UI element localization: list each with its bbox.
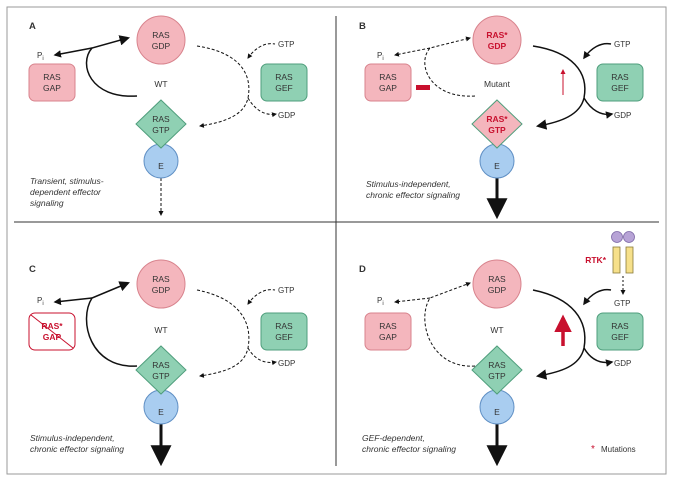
- panel-letter: A: [29, 21, 36, 32]
- ras-gdp-label-line2: GDP: [152, 285, 171, 295]
- panel-c: C RAS GDP WT RAS* GAP RAS GEF E RAS GTP …: [28, 259, 308, 467]
- panel-letter: B: [359, 21, 366, 32]
- effector-label: E: [158, 407, 164, 417]
- ras-gap-node: [28, 63, 76, 102]
- pi-subscript: i: [42, 301, 43, 307]
- ras-gap-node: [364, 312, 412, 351]
- ras-gap-label-line1: RAS: [43, 72, 61, 82]
- ras-gap-label-line1: RAS: [379, 321, 397, 331]
- ras-gdp-node: [136, 259, 186, 309]
- ras-gap-node: [364, 63, 412, 102]
- ras-gap-label-line2: GAP: [43, 332, 62, 342]
- ras-gdp-node: [136, 15, 186, 65]
- ras-gdp-label-line2: GDP: [152, 41, 171, 51]
- ras-gtp-node: [135, 345, 187, 395]
- pi-p: P: [377, 51, 382, 60]
- ras-gef-label-line1: RAS: [611, 72, 629, 82]
- ras-gef-label-line2: GEF: [611, 83, 628, 93]
- panel-letter: C: [29, 264, 36, 275]
- inhibition-bar: [416, 85, 430, 90]
- wt-label: WT: [154, 79, 167, 89]
- mutant-label: Mutant: [484, 79, 511, 89]
- ras-gef-node: [596, 63, 644, 102]
- caption-line2: chronic effector signaling: [30, 444, 124, 454]
- ras-gdp-label-line2: GDP: [488, 41, 507, 51]
- ras-gap-label-line2: GAP: [43, 83, 61, 93]
- ras-gap-label-line2: GAP: [379, 83, 397, 93]
- effector-label: E: [494, 161, 500, 171]
- ras-gdp-label-line2: GDP: [488, 285, 507, 295]
- pi-p: P: [37, 51, 42, 60]
- ras-gef-label-line1: RAS: [275, 321, 293, 331]
- pi-label: Pi: [377, 296, 384, 307]
- ras-gdp-node: [472, 15, 522, 65]
- panel-d: D RTK* RAS GDP WT RAS GAP RAS GEF E RAS …: [359, 231, 644, 467]
- pi-subscript: i: [382, 301, 383, 307]
- ras-gap-label-line2: GAP: [379, 332, 397, 342]
- ras-gef-label-line1: RAS: [611, 321, 629, 331]
- gtp-label: GTP: [278, 40, 294, 49]
- gdp-label: GDP: [278, 111, 295, 120]
- legend-star: *: [591, 444, 595, 455]
- caption-line1: Stimulus-independent,: [30, 433, 115, 443]
- pi-subscript: i: [382, 56, 383, 62]
- pi-p: P: [377, 296, 382, 305]
- panel-a: A RAS GDP WT RAS GAP RAS GEF E RAS GTP P…: [28, 15, 308, 216]
- pi-label: Pi: [37, 51, 44, 62]
- ras-gdp-label-line1: RAS*: [486, 30, 508, 40]
- caption-line1: GEF-dependent,: [362, 433, 425, 443]
- caption-line1: Transient, stimulus-: [30, 176, 104, 186]
- ras-gtp-label-line2: GTP: [152, 371, 170, 381]
- ras-gef-node: [260, 63, 308, 102]
- wt-label: WT: [154, 325, 167, 335]
- ras-gef-label-line2: GEF: [275, 332, 292, 342]
- ras-gtp-node: [471, 99, 523, 149]
- gap-strikethrough: [30, 314, 74, 349]
- ras-gap-label-line1: RAS: [379, 72, 397, 82]
- effector-label: E: [158, 161, 164, 171]
- ras-gtp-label-line1: RAS*: [486, 114, 508, 124]
- caption-line2: dependent effector: [30, 187, 102, 197]
- ras-gtp-label-line2: GTP: [488, 125, 506, 135]
- legend-label: Mutations: [601, 445, 636, 454]
- pi-label: Pi: [377, 51, 384, 62]
- ras-gtp-label-line1: RAS: [488, 360, 506, 370]
- gtp-label: GTP: [278, 286, 294, 295]
- pi-p: P: [37, 296, 42, 305]
- pi-label: Pi: [37, 296, 44, 307]
- panel-letter: D: [359, 264, 366, 275]
- ras-gap-label-line1: RAS*: [41, 321, 63, 331]
- ras-gtp-label-line1: RAS: [152, 360, 170, 370]
- ras-gdp-label-line1: RAS: [152, 274, 170, 284]
- ras-gtp-node: [135, 99, 187, 149]
- pi-subscript: i: [42, 56, 43, 62]
- panel-b: B RAS* GDP Mutant RAS GAP RAS GEF E RAS*…: [359, 15, 644, 220]
- ras-gtp-node: [471, 345, 523, 395]
- gdp-label: GDP: [614, 359, 631, 368]
- caption-line2: chronic effector signaling: [362, 444, 456, 454]
- ras-gef-node: [596, 312, 644, 351]
- ras-gef-node: [260, 312, 308, 351]
- ras-gdp-label-line1: RAS: [488, 274, 506, 284]
- ras-gef-label-line1: RAS: [275, 72, 293, 82]
- wt-label: WT: [490, 325, 503, 335]
- gdp-label: GDP: [614, 111, 631, 120]
- rtk-label: RTK*: [585, 255, 606, 265]
- caption-line1: Stimulus-independent,: [366, 179, 451, 189]
- rtk-receptor-icon: [611, 231, 635, 274]
- ras-gdp-label-line1: RAS: [152, 30, 170, 40]
- gtp-label: GTP: [614, 40, 630, 49]
- gdp-label: GDP: [278, 359, 295, 368]
- ras-gef-label-line2: GEF: [611, 332, 628, 342]
- ras-gdp-node: [472, 259, 522, 309]
- ras-gtp-label-line2: GTP: [488, 371, 506, 381]
- ras-gtp-label-line2: GTP: [152, 125, 170, 135]
- gtp-label: GTP: [614, 299, 630, 308]
- ras-gtp-label-line1: RAS: [152, 114, 170, 124]
- ras-gef-label-line2: GEF: [275, 83, 292, 93]
- effector-label: E: [494, 407, 500, 417]
- caption-line2: chronic effector signaling: [366, 190, 460, 200]
- caption-line3: signaling: [30, 198, 64, 208]
